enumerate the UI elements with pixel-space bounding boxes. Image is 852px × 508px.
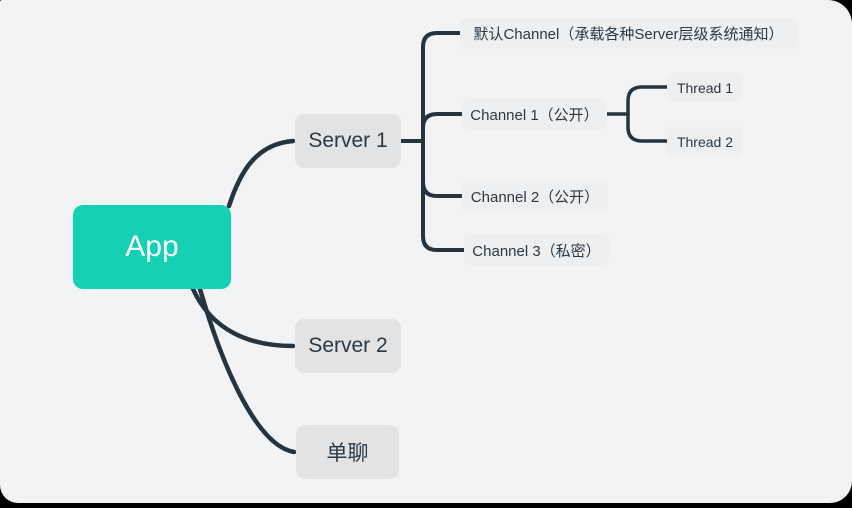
edge-server1-ch2 bbox=[421, 139, 465, 198]
edge-app-danliao bbox=[197, 286, 297, 455]
node-single-chat[interactable]: 单聊 bbox=[296, 425, 399, 479]
node-channel-2[interactable]: Channel 2（公开） bbox=[462, 180, 608, 212]
node-thread-1[interactable]: Thread 1 bbox=[667, 73, 743, 102]
edge-server1-ch1 bbox=[421, 112, 465, 143]
node-default-channel[interactable]: 默认Channel（承载各种Server层级系统通知） bbox=[460, 18, 797, 49]
root-node-app[interactable]: App bbox=[73, 205, 231, 289]
edge-ch1-thread1 bbox=[626, 85, 670, 116]
node-channel-1[interactable]: Channel 1（公开） bbox=[462, 98, 607, 130]
node-thread-2[interactable]: Thread 2 bbox=[667, 127, 743, 156]
edge-server1-ch3 bbox=[421, 139, 467, 252]
edge-ch1-thread2 bbox=[626, 112, 670, 143]
node-server-1[interactable]: Server 1 bbox=[295, 114, 401, 168]
edge-app-server1 bbox=[226, 138, 296, 209]
node-server-2[interactable]: Server 2 bbox=[295, 319, 401, 373]
edge-app-server2 bbox=[190, 286, 296, 349]
node-channel-3[interactable]: Channel 3（私密） bbox=[464, 234, 609, 266]
edge-server1-ch-default bbox=[421, 31, 463, 143]
